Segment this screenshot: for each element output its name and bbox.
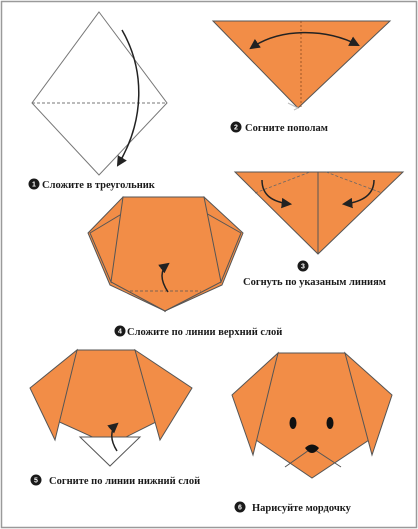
step-number: 3: [301, 264, 305, 271]
step-4-caption: 4 Сложите по линии верхний слой: [115, 326, 283, 339]
right-eye: [327, 417, 334, 429]
step-6-caption: 6 Нарисуйте мордочку: [235, 502, 352, 515]
left-eye: [290, 417, 297, 429]
step-6-diagram: [232, 353, 392, 478]
step-caption: Согните по линии нижний слой: [49, 476, 200, 487]
paper-square: [32, 12, 167, 175]
step-1-diagram: [32, 12, 167, 175]
paper-triangle: [235, 172, 403, 254]
step-caption: Согнуть по указаным линиям: [243, 277, 386, 288]
step-3-diagram: [235, 172, 403, 254]
bottom-flap: [80, 437, 140, 466]
step-4-diagram: [88, 197, 243, 311]
step-number: 1: [32, 182, 36, 189]
step-caption: Сложите в треугольник: [42, 180, 156, 191]
step-2-diagram: [213, 21, 390, 110]
step-number: 4: [118, 329, 122, 336]
step-2-caption: 2 Согните пополам: [231, 122, 328, 135]
step-1-caption: 1 Сложите в треугольник: [29, 179, 156, 192]
step-caption: Сложите по линии верхний слой: [127, 327, 282, 338]
step-3-caption: 3 Согнуть по указаным линиям: [243, 261, 386, 289]
paper-triangle: [213, 21, 390, 108]
step-5-diagram: [30, 350, 192, 466]
step-caption: Согните пополам: [245, 123, 328, 134]
face: [111, 197, 221, 311]
step-number: 2: [234, 125, 238, 132]
step-number: 5: [34, 478, 38, 485]
step-5-caption: 5 Согните по линии нижний слой: [31, 475, 201, 488]
step-number: 6: [238, 505, 242, 512]
step-caption: Нарисуйте мордочку: [252, 503, 352, 514]
